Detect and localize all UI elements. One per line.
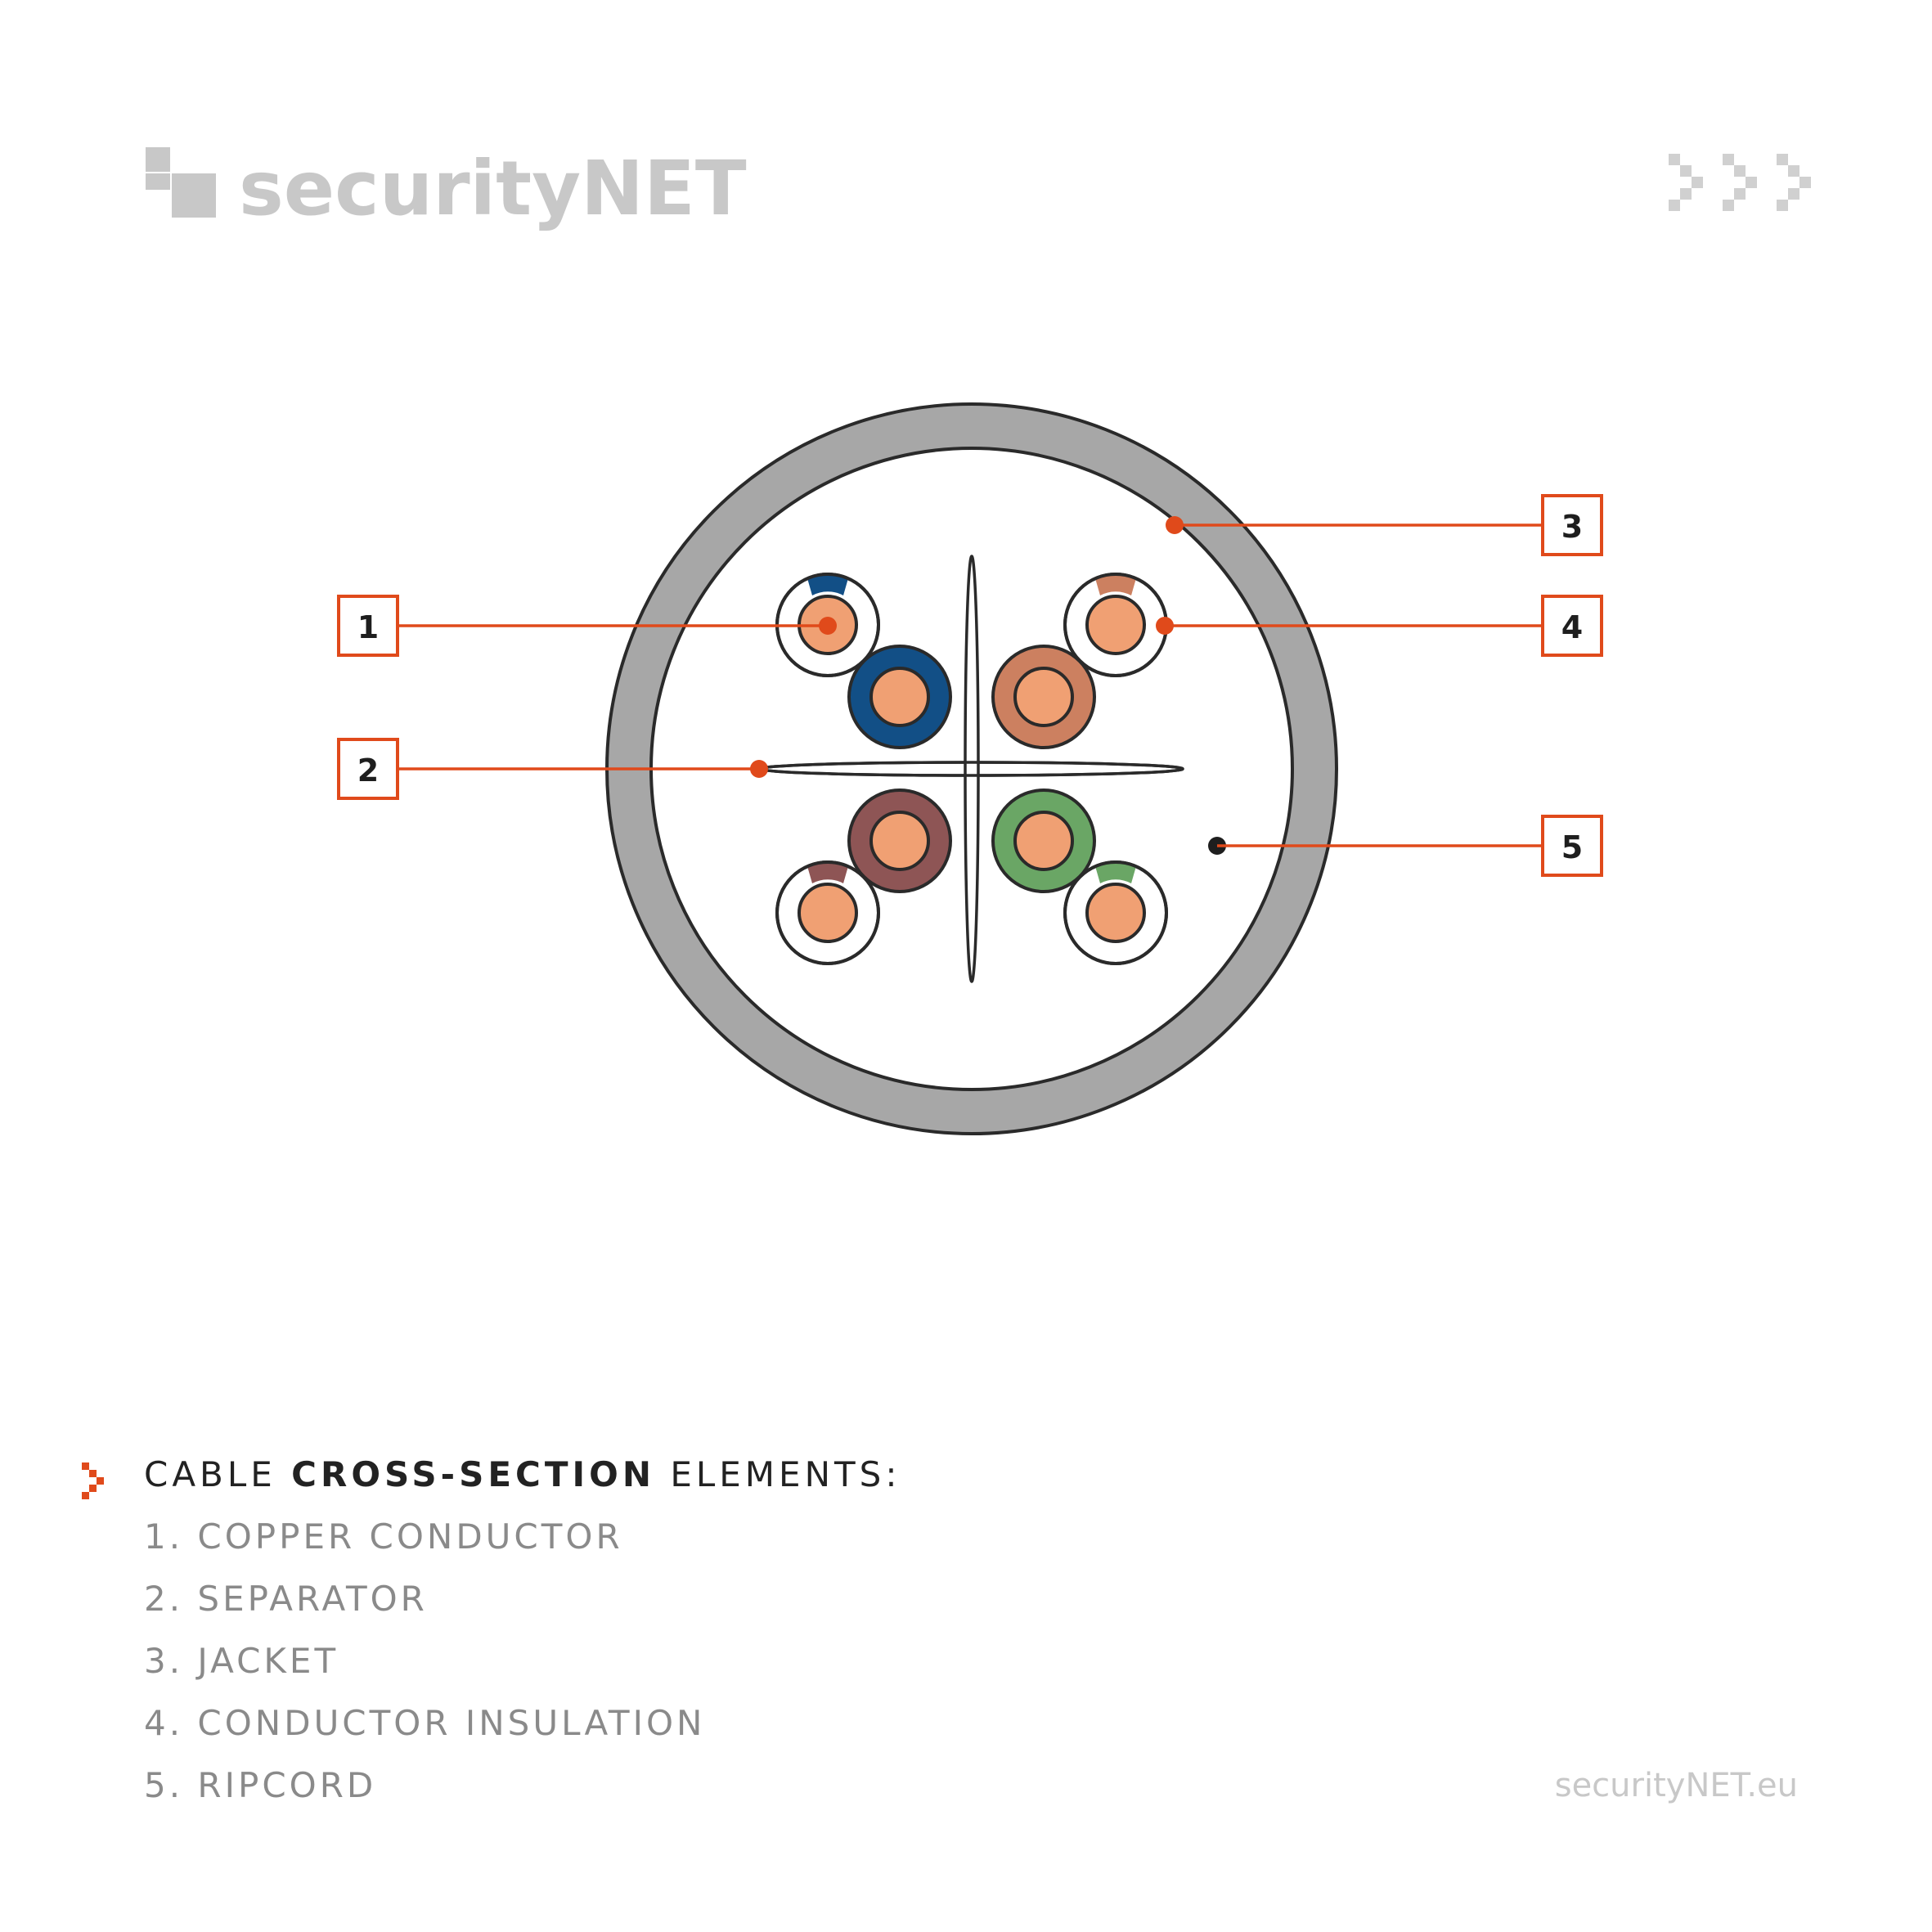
callout-3-number: 3 xyxy=(1561,509,1583,545)
copper-conductor xyxy=(869,667,930,727)
legend-title: CABLE CROSS-SECTION ELEMENTS: xyxy=(144,1454,901,1494)
callout-5-box xyxy=(1541,815,1603,877)
copper-conductor xyxy=(869,811,930,871)
callout-4-number: 4 xyxy=(1561,609,1583,645)
logo-mark-icon xyxy=(146,147,216,218)
legend-item-jacket: 3. JACKET xyxy=(144,1641,339,1681)
callout-4: 4 xyxy=(1156,595,1603,657)
callout-1: 1 xyxy=(337,595,837,657)
copper-conductor xyxy=(798,883,858,943)
callout-5-number: 5 xyxy=(1561,829,1583,865)
wire-orange xyxy=(991,645,1096,749)
cable xyxy=(605,402,1338,1135)
website-link[interactable]: securityNET.eu xyxy=(1554,1767,1798,1804)
legend-title-prefix: CABLE xyxy=(144,1454,292,1494)
wire-white-orange xyxy=(1063,573,1168,677)
triple-chevron-right-icon xyxy=(1669,154,1811,211)
legend-item-conductor-insulation: 4. CONDUCTOR INSULATION xyxy=(144,1703,706,1743)
copper-conductor xyxy=(1085,595,1146,655)
logo-wordmark: securityNET xyxy=(239,145,747,232)
legend-title-bold: CROSS-SECTION xyxy=(291,1454,655,1494)
callout-1-box xyxy=(337,595,399,657)
callout-5: 5 xyxy=(1217,815,1603,877)
wire-white-brown xyxy=(775,860,880,965)
copper-conductor xyxy=(1085,883,1146,943)
legend-chevron-icon xyxy=(82,1462,104,1499)
callout-3: 3 xyxy=(1166,494,1603,556)
legend-item-copper-conductor: 1. COPPER CONDUCTOR xyxy=(144,1516,623,1557)
copper-conductor xyxy=(1013,667,1074,727)
wire-blue xyxy=(847,645,952,749)
wire-brown xyxy=(847,789,952,893)
securitynet-logo: securityNET xyxy=(146,145,747,232)
callout-2: 2 xyxy=(337,738,768,800)
callout-1-number: 1 xyxy=(357,609,379,645)
callout-2-box xyxy=(337,738,399,800)
wire-green xyxy=(991,789,1096,893)
legend-item-ripcord: 5. RIPCORD xyxy=(144,1765,377,1805)
callout-2-number: 2 xyxy=(357,753,379,789)
legend-item-separator: 2. SEPARATOR xyxy=(144,1579,428,1619)
callouts: 1 2 3 4 5 xyxy=(337,494,1603,877)
legend-title-suffix: ELEMENTS: xyxy=(654,1454,901,1494)
callout-3-box xyxy=(1541,494,1603,556)
separator xyxy=(759,555,1184,983)
wire-white-green xyxy=(1063,860,1168,965)
callout-4-box xyxy=(1541,595,1603,657)
copper-conductor xyxy=(1013,811,1074,871)
